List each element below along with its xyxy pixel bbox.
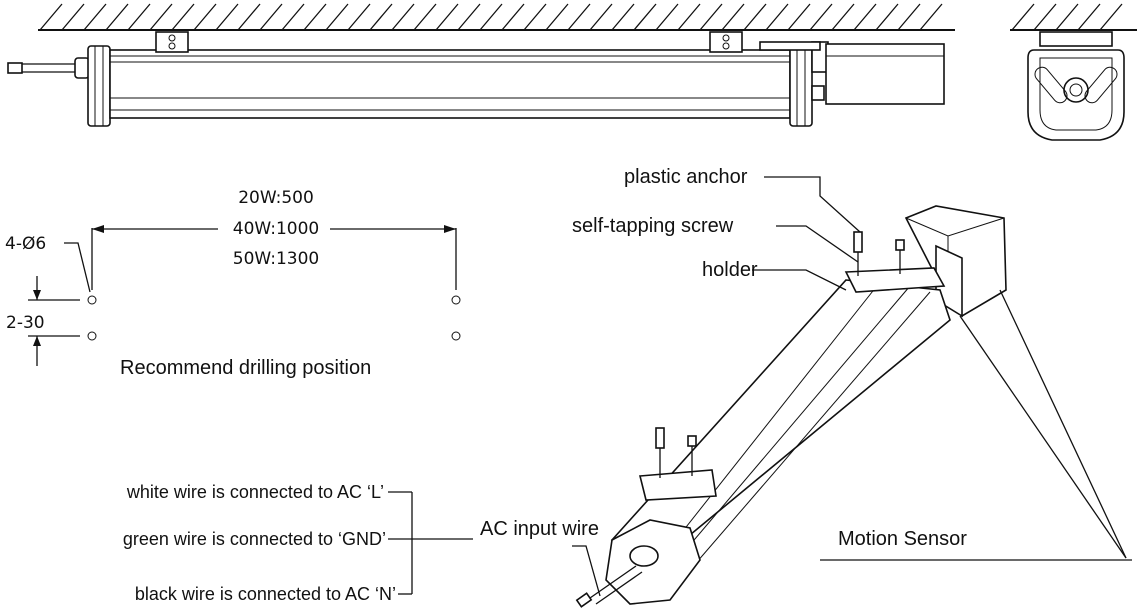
- hatch-line: [435, 3, 459, 31]
- drill-hole: [451, 295, 461, 305]
- hatch-line: [347, 3, 371, 31]
- hatch-line: [655, 3, 679, 31]
- row-gap: 2-30: [6, 313, 45, 333]
- hatch-line: [875, 3, 899, 31]
- hatch-line: [105, 3, 129, 31]
- hatch-line: [193, 3, 217, 31]
- hatch-line: [919, 3, 943, 31]
- hatch-line: [1033, 3, 1057, 31]
- hatch-line: [743, 3, 767, 31]
- hatch-line: [259, 3, 283, 31]
- hatch-line: [1099, 3, 1123, 31]
- label-holder: holder: [702, 259, 758, 281]
- ceiling-hatch-main: [38, 3, 955, 31]
- hatch-line: [457, 3, 481, 31]
- fixture-end-view: [1027, 31, 1125, 141]
- hatch-line: [721, 3, 745, 31]
- spacing-line-3: 50W:1300: [233, 249, 319, 269]
- hatch-line: [897, 3, 921, 31]
- hatch-line: [61, 3, 85, 31]
- hatch-line: [479, 3, 503, 31]
- wiring-notes: white wire is connected to AC ‘L’ green …: [123, 482, 473, 604]
- hatch-line: [765, 3, 789, 31]
- wiring-note-white: white wire is connected to AC ‘L’: [126, 482, 384, 502]
- label-motion-sensor: Motion Sensor: [838, 528, 967, 550]
- hatch-line: [567, 3, 591, 31]
- callouts: plastic anchor self-tapping screw holder…: [480, 166, 1132, 597]
- ceiling-hatch-side: [1010, 3, 1137, 31]
- hatch-line: [677, 3, 701, 31]
- hatch-line: [237, 3, 261, 31]
- hatch-line: [831, 3, 855, 31]
- hatch-line: [325, 3, 349, 31]
- hatch-line: [853, 3, 877, 31]
- hatch-line: [171, 3, 195, 31]
- hatch-line: [127, 3, 151, 31]
- fixture-isometric: [575, 205, 1007, 608]
- label-plastic-anchor: plastic anchor: [624, 166, 748, 188]
- wiring-note-black: black wire is connected to AC ‘N’: [135, 584, 396, 604]
- drill-hole: [451, 331, 461, 341]
- hatch-line: [281, 3, 305, 31]
- hatch-line: [149, 3, 173, 31]
- hatch-line: [501, 3, 525, 31]
- label-ac-input-wire: AC input wire: [480, 518, 599, 540]
- hatch-line: [523, 3, 547, 31]
- hatch-line: [809, 3, 833, 31]
- hatch-line: [391, 3, 415, 31]
- hatch-line: [303, 3, 327, 31]
- spacing-line-1: 20W:500: [238, 188, 314, 208]
- hatch-line: [787, 3, 811, 31]
- hatch-line: [633, 3, 657, 31]
- label-self-tapping-screw: self-tapping screw: [572, 215, 734, 237]
- hatch-line: [1011, 3, 1035, 31]
- drilling-dimensions: 20W:500 40W:1000 50W:1300 4-Ø6 2-30 Reco…: [5, 188, 461, 379]
- hatch-line: [215, 3, 239, 31]
- hole-spec: 4-Ø6: [5, 234, 46, 254]
- spacing-line-2: 40W:1000: [233, 219, 319, 239]
- hatch-line: [545, 3, 569, 31]
- hatch-line: [1055, 3, 1079, 31]
- hatch-line: [611, 3, 635, 31]
- wiring-note-green: green wire is connected to ‘GND’: [123, 529, 386, 549]
- hatch-line: [1077, 3, 1101, 31]
- fixture-side-view: [7, 31, 945, 127]
- drill-hole: [87, 295, 97, 305]
- hatch-line: [699, 3, 723, 31]
- drill-hole: [87, 331, 97, 341]
- drilling-caption: Recommend drilling position: [120, 357, 371, 379]
- hatch-line: [589, 3, 613, 31]
- hatch-line: [413, 3, 437, 31]
- hatch-line: [39, 3, 63, 31]
- hatch-line: [369, 3, 393, 31]
- hatch-line: [83, 3, 107, 31]
